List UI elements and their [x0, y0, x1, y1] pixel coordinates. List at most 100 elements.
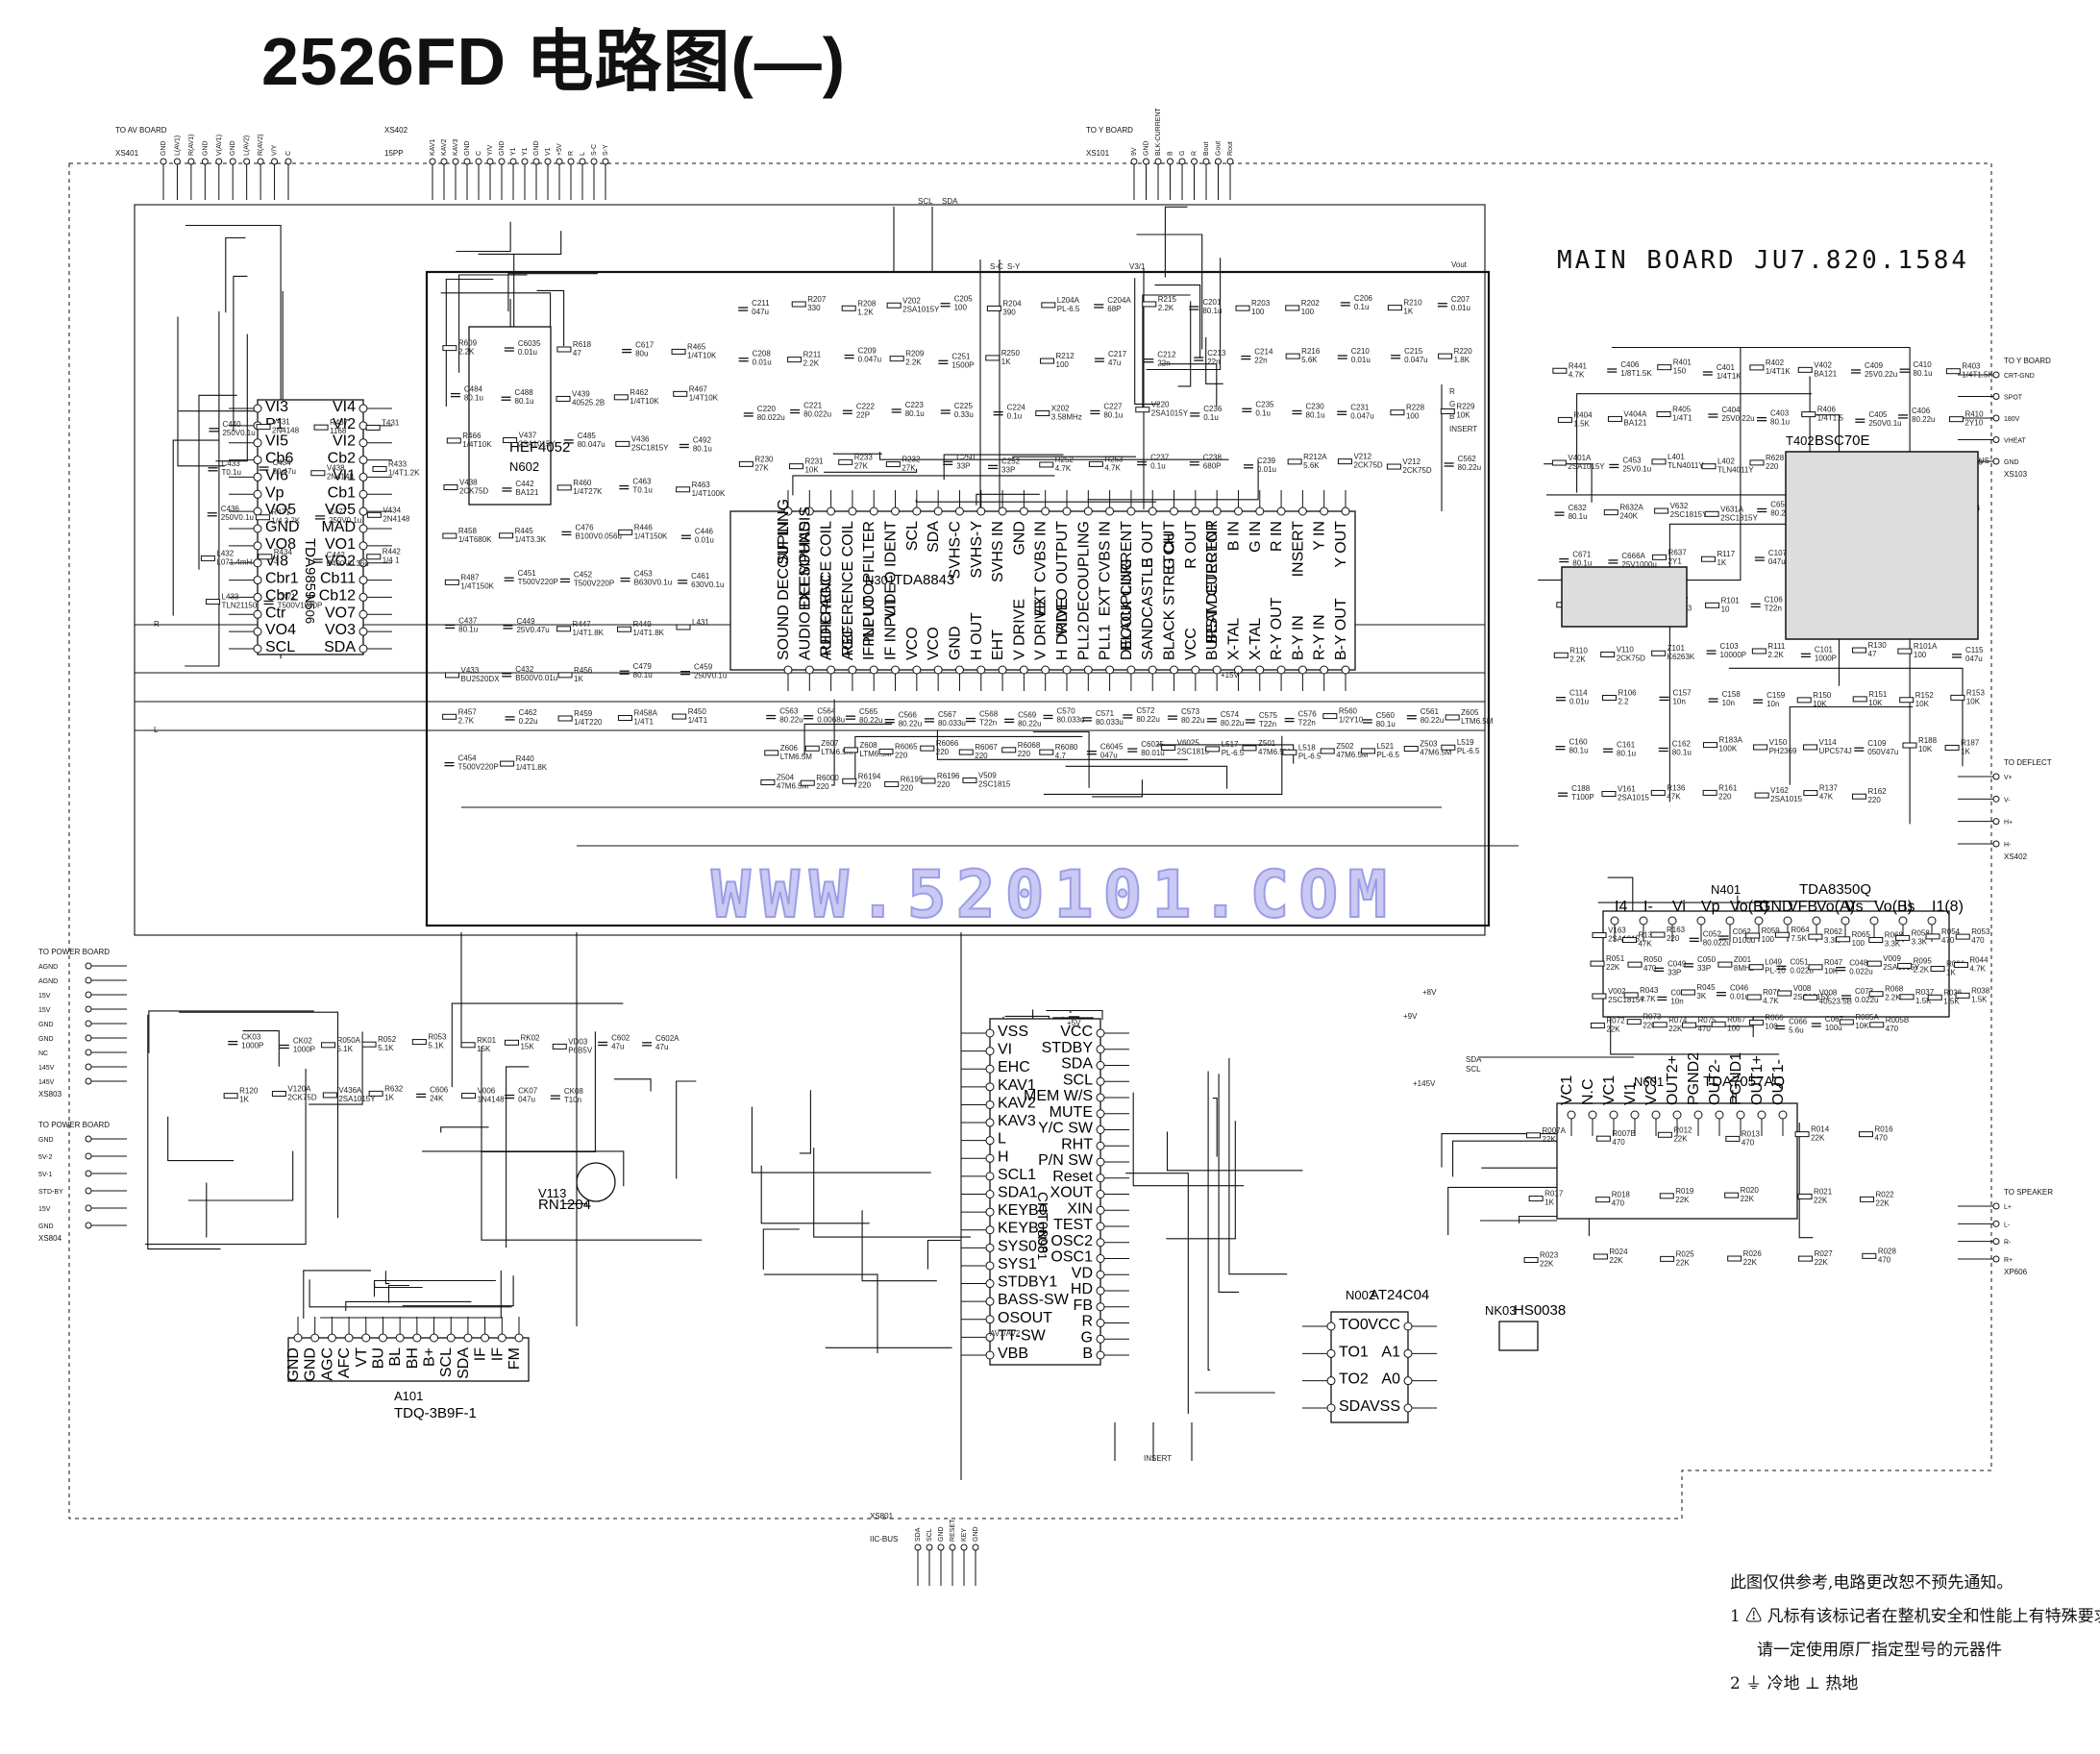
pin-label: SCL — [438, 1347, 455, 1377]
component-ref: V120A — [287, 1084, 311, 1093]
component-value: 33P — [1697, 964, 1711, 973]
note-line-3: 请一定使用原厂指定型号的元器件 — [1757, 1641, 2002, 1660]
component-ref: R6067 — [975, 743, 998, 752]
component-ref: C602A — [655, 1034, 679, 1043]
component-ref: C471 — [278, 592, 297, 601]
wire — [451, 1002, 624, 1088]
component-ref: V161 — [1618, 785, 1636, 794]
component-ref: V632 — [1670, 502, 1689, 510]
pin-label: R-Y OUT — [1269, 597, 1285, 660]
component-ref: C485 — [578, 432, 597, 440]
wire — [198, 394, 237, 570]
chip-t402-id: T402 — [1786, 433, 1815, 448]
pin-label: BEAM CURRENT — [1204, 521, 1221, 644]
wire — [1160, 363, 1218, 407]
component-value: 0.01u — [1730, 993, 1749, 1001]
component-ref: R162 — [1867, 787, 1887, 796]
wire — [387, 1284, 409, 1303]
pin-label: Cbr2 — [265, 587, 299, 604]
pin-label: AUDIO DEEMPHASIS — [797, 506, 813, 660]
component-ref: CK08 — [564, 1087, 584, 1096]
pin-label: A0 — [1381, 1371, 1400, 1388]
wire — [1032, 730, 1090, 788]
component-value: 10n — [1766, 700, 1779, 708]
connector-pin: GND — [38, 1036, 54, 1043]
component-ref: R054 — [1941, 927, 1961, 936]
connector-pin: R(AV2) — [258, 135, 264, 156]
component-ref: R211 — [803, 351, 822, 359]
component-value: 0.1u — [1150, 462, 1166, 471]
pin-label: SIF IN — [776, 521, 792, 564]
wire — [1607, 877, 1634, 919]
component-value: LTM6.5M — [859, 750, 892, 758]
wire — [936, 729, 1188, 760]
component-value: 80.1u — [1202, 307, 1222, 315]
pin-label: BU — [370, 1347, 386, 1369]
component-value: 220 — [1667, 934, 1680, 943]
pin-label: L — [998, 1131, 1006, 1148]
component-ref: C406 — [1620, 360, 1640, 369]
component-value: 1/4T10K — [462, 440, 492, 449]
component-ref: R065 — [1852, 930, 1871, 939]
component-value: PL-6.5 — [1222, 749, 1245, 757]
component-ref: Z502 — [1336, 742, 1354, 751]
wire — [1021, 1009, 1034, 1021]
component-ref: V509 — [978, 771, 997, 779]
component-value: 25V1000u — [1621, 560, 1656, 569]
component-value: 100 — [1914, 651, 1927, 659]
component-value: 80.047u — [578, 440, 605, 449]
component-value: 25V0.22u — [1721, 414, 1754, 423]
component-value: 1/4T1.5 — [1817, 414, 1844, 423]
component-ref: C575 — [1259, 711, 1278, 720]
component-value: 680P — [1203, 462, 1222, 471]
component-value: 220 — [1766, 462, 1779, 471]
pin-label: GND — [1759, 899, 1793, 915]
component-value: 25V0.22u — [1865, 370, 1897, 379]
component-value: 10K — [1824, 967, 1839, 976]
pin-label: KAV3 — [998, 1113, 1036, 1129]
component-ref: V6025 — [1177, 738, 1200, 747]
wire — [1164, 206, 1188, 278]
page-title: 2526FD 电路图(—) — [261, 24, 847, 99]
wire — [458, 274, 528, 373]
component-ref: C562 — [1458, 455, 1477, 463]
pin-label: H — [998, 1149, 1009, 1165]
component-ref: R014 — [1811, 1125, 1830, 1134]
component-value: 2CK75D — [1617, 654, 1645, 662]
pin-label: Is — [1903, 899, 1915, 915]
component-ref: C432 — [515, 665, 534, 674]
pin-label: H DRIVE — [1054, 598, 1071, 660]
component-value: 47u — [611, 1043, 624, 1051]
component-ref: C488 — [515, 388, 534, 397]
component-ref: R437 — [330, 418, 349, 427]
component-ref: L519 — [1457, 738, 1474, 747]
wire — [178, 290, 284, 412]
component-value: 2.2K — [458, 348, 475, 357]
wire — [1576, 393, 1812, 493]
net-label: Vout — [1451, 260, 1468, 269]
pin-label: AGC — [840, 627, 856, 660]
wire — [303, 1270, 371, 1319]
component-ref: C208 — [753, 350, 772, 358]
component-value: 1/4T1 — [688, 716, 708, 725]
component-value: 80.1u — [1672, 749, 1692, 757]
